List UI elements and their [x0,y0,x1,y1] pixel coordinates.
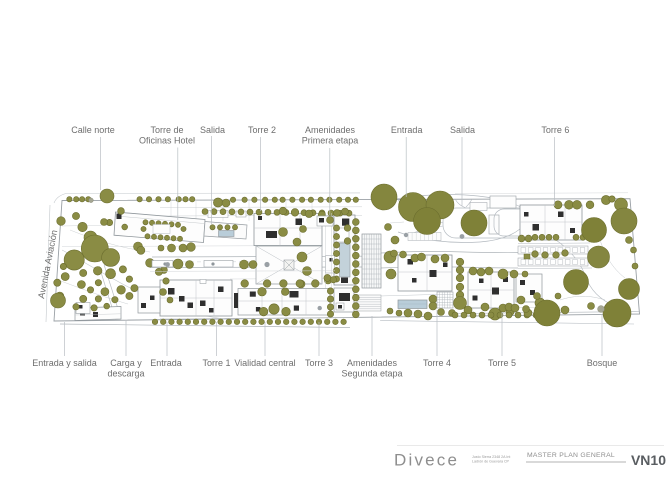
svg-text:Entrada y salida: Entrada y salida [32,358,97,368]
svg-text:Torre 6: Torre 6 [541,125,569,135]
svg-text:Entrada: Entrada [391,125,423,135]
svg-text:Salida: Salida [200,125,225,135]
svg-text:Divece: Divece [394,451,459,470]
svg-text:Primera etapa: Primera etapa [302,136,359,146]
svg-text:descarga: descarga [107,369,144,379]
svg-text:Amenidades: Amenidades [305,125,356,135]
svg-text:Torre de: Torre de [150,125,183,135]
svg-text:Torre 5: Torre 5 [488,358,516,368]
svg-text:Calle norte: Calle norte [71,125,115,135]
svg-text:Segunda etapa: Segunda etapa [341,369,402,379]
svg-text:Salida: Salida [450,125,475,135]
svg-text:Amenidades: Amenidades [347,358,398,368]
svg-text:Vialidad central: Vialidad central [234,358,295,368]
svg-text:Bosque: Bosque [587,358,618,368]
svg-text:Torre 2: Torre 2 [248,125,276,135]
svg-text:Justo Sierra 2348 2A Int: Justo Sierra 2348 2A Int [472,455,510,459]
svg-text:Torre 1: Torre 1 [202,358,230,368]
svg-text:Torre 4: Torre 4 [423,358,451,368]
svg-text:Torre 3: Torre 3 [305,358,333,368]
svg-text:Oficinas Hotel: Oficinas Hotel [139,136,195,146]
svg-text:VN10: VN10 [631,452,666,468]
svg-text:Carga y: Carga y [110,358,142,368]
svg-text:Ladrón de Guevara CP: Ladrón de Guevara CP [472,460,510,464]
svg-text:MASTER PLAN GENERAL: MASTER PLAN GENERAL [527,452,615,459]
svg-text:Entrada: Entrada [150,358,182,368]
